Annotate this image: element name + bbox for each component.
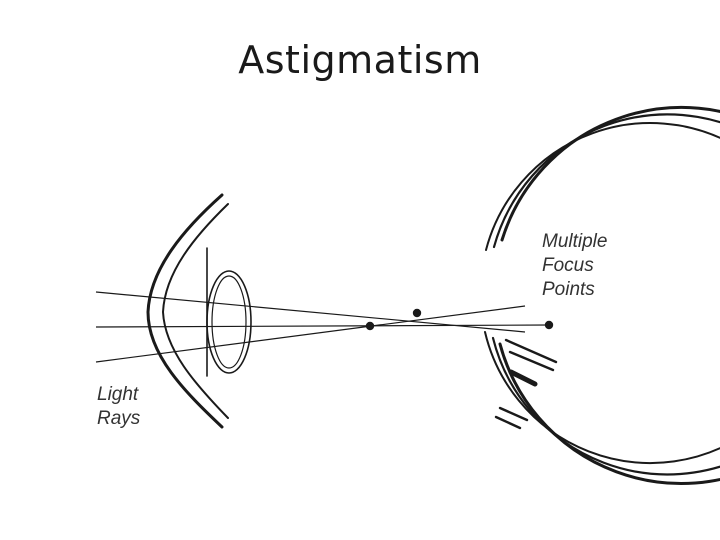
sclera-outer (498, 105, 720, 485)
light-ray-middle (95, 324, 550, 328)
focus-point (412, 308, 422, 318)
cornea-outer (146, 193, 224, 429)
optic-nerve-line (498, 406, 529, 422)
lens-inner (211, 275, 247, 369)
optic-nerve-line (508, 350, 555, 372)
light-ray-bottom (95, 305, 526, 363)
focus-point (365, 321, 375, 331)
focus-point (544, 320, 554, 330)
lens-outer (206, 270, 252, 374)
slide-title: Astigmatism (238, 38, 482, 82)
cornea-inner (162, 203, 229, 419)
label-line: Rays (97, 408, 141, 429)
label-line: Focus (542, 255, 594, 276)
label-line: Points (542, 279, 595, 300)
light-rays-label: Light Rays (97, 383, 140, 431)
optic-nerve-line (508, 369, 538, 387)
retina (484, 122, 720, 465)
sclera-inner (491, 113, 720, 476)
optic-nerve-line (504, 338, 558, 364)
label-line: Light (97, 384, 139, 405)
multiple-focus-points-label: Multiple Focus Points (542, 230, 607, 302)
label-line: Multiple (542, 231, 608, 252)
optic-nerve-line (494, 415, 522, 430)
